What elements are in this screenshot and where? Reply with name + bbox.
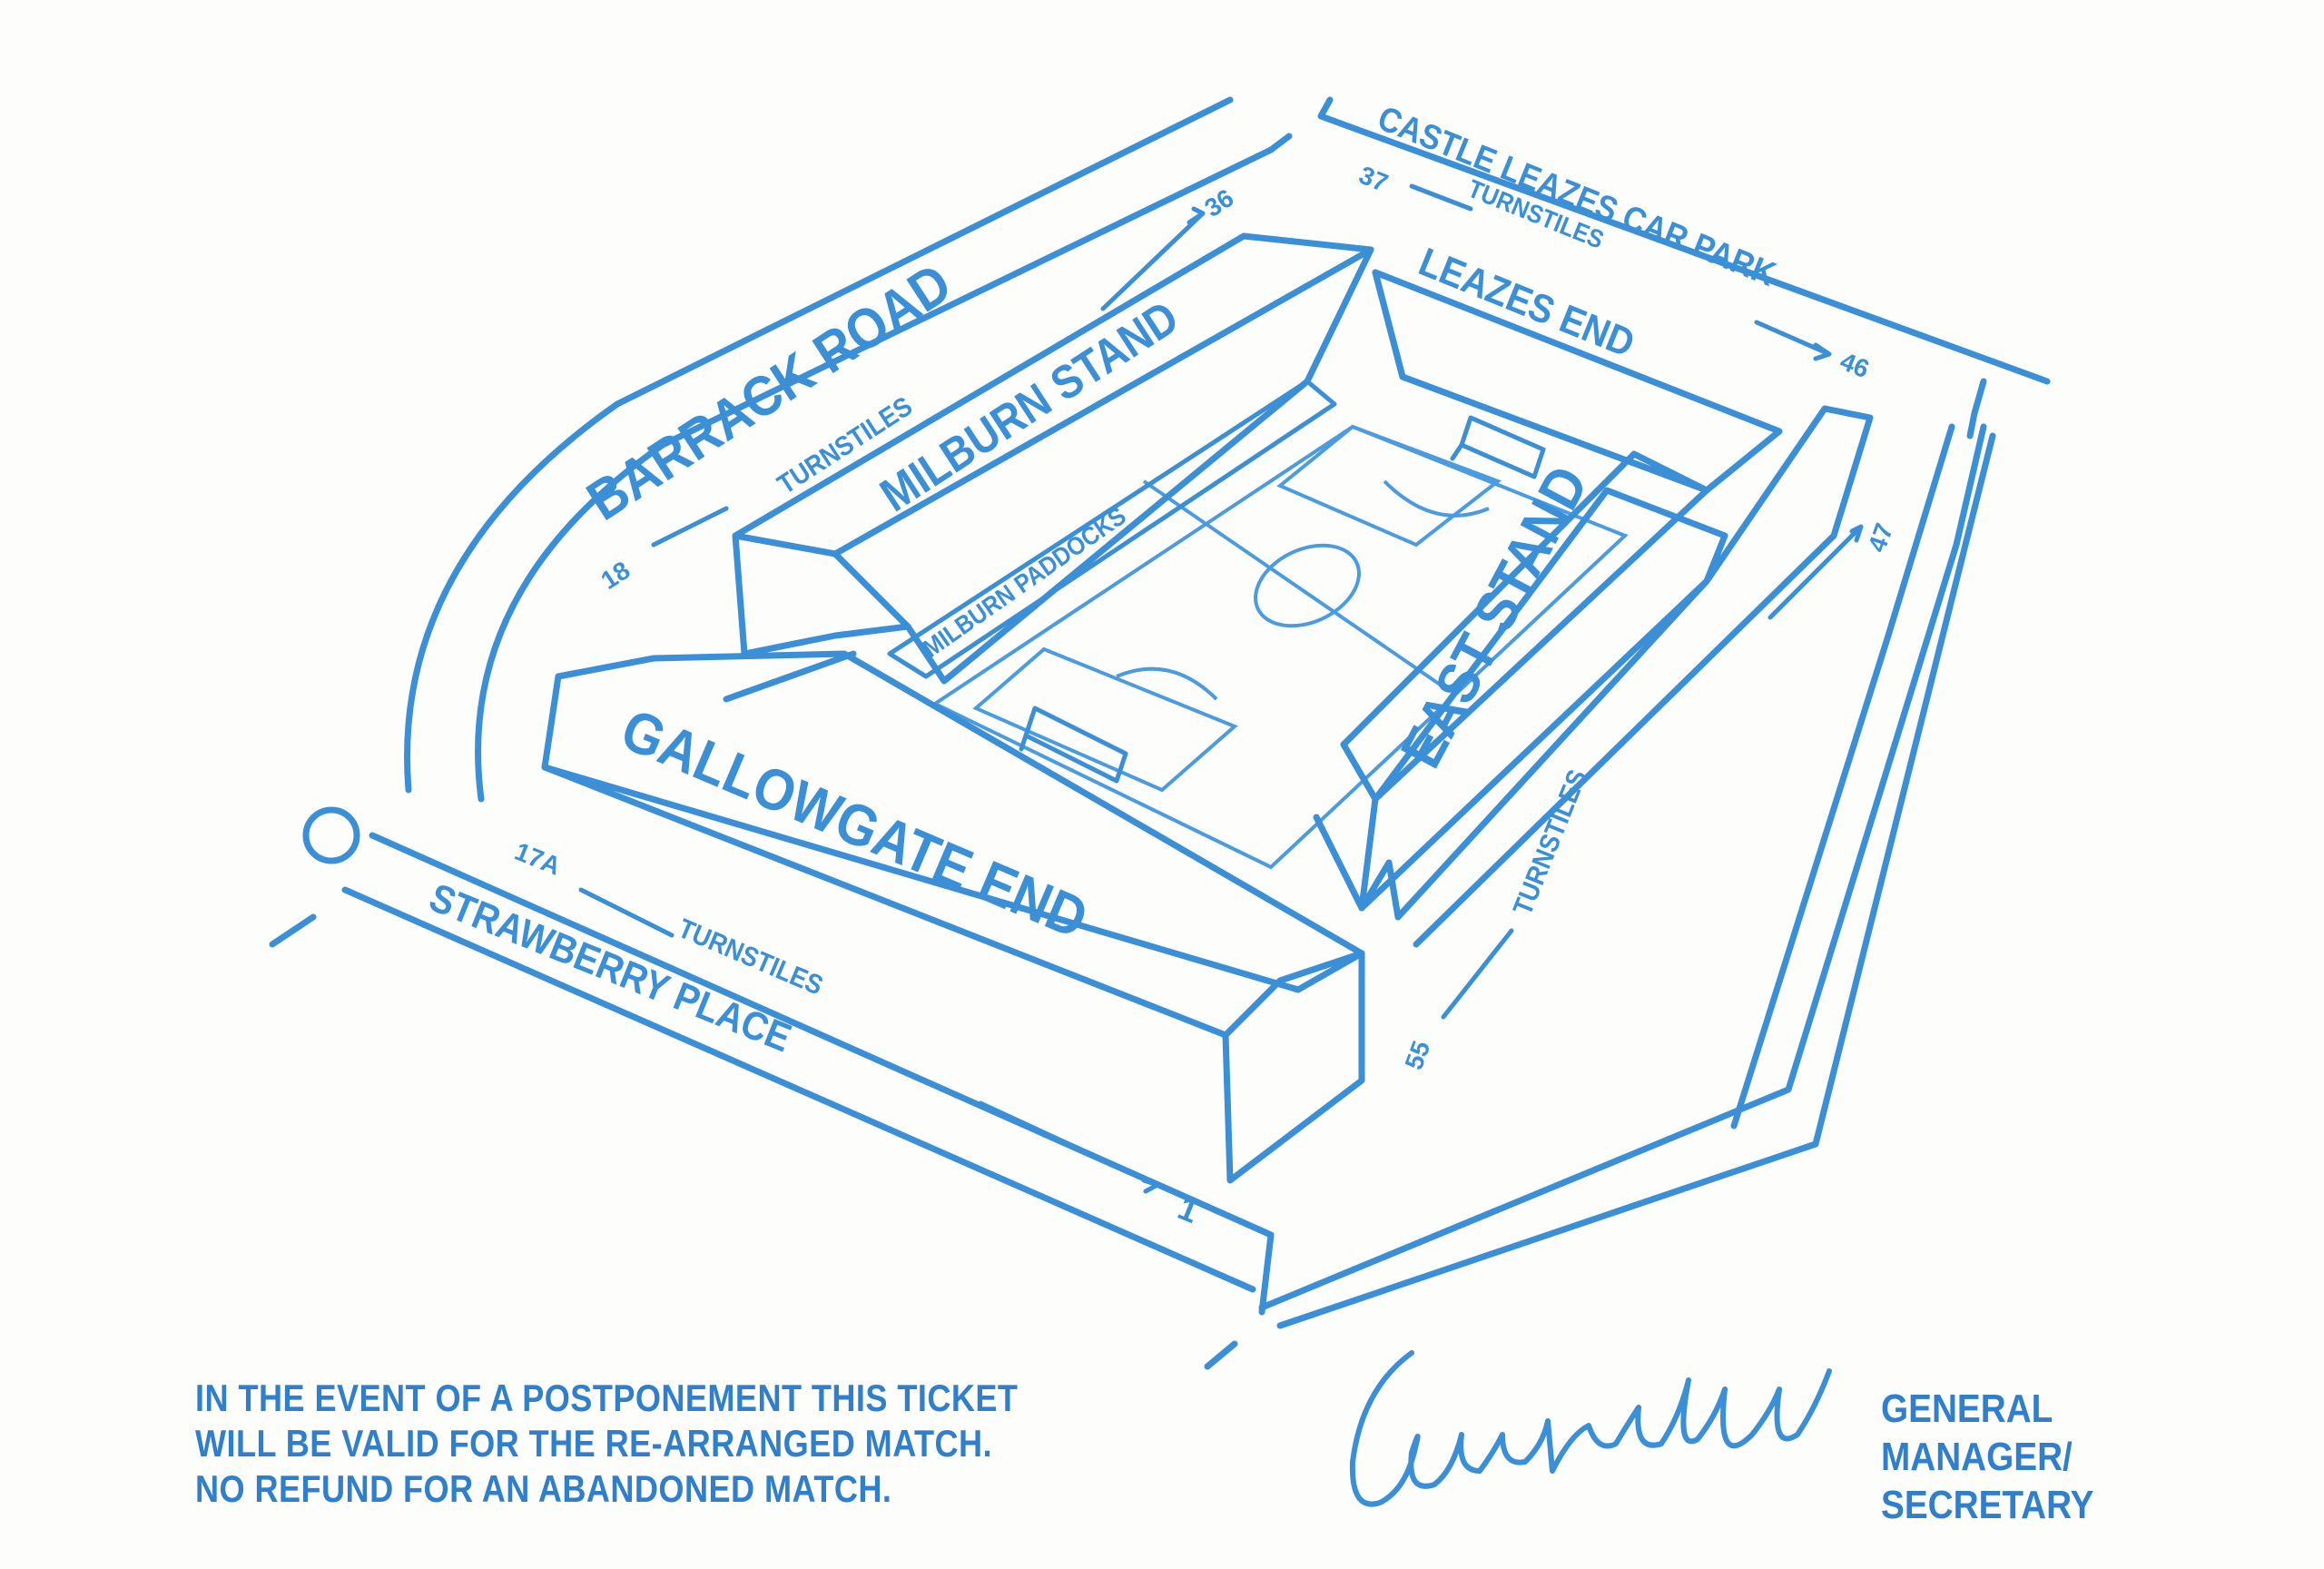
barrack-road-inner-line bbox=[475, 133, 1293, 803]
notice-line-3: NO REFUND FOR AN ABANDONED MATCH. bbox=[195, 1467, 892, 1510]
gallowgate-back-ridge bbox=[723, 650, 857, 703]
roundabout bbox=[302, 806, 360, 864]
gallowgate-end-stand bbox=[541, 650, 1365, 1184]
milburn-stand-edge bbox=[832, 550, 911, 630]
centre-circle bbox=[1254, 543, 1361, 628]
leazes-goal-post bbox=[1450, 442, 1464, 461]
leazes-goal bbox=[1459, 415, 1546, 479]
south-arrow-left bbox=[578, 887, 675, 938]
gallowgate-goal bbox=[1023, 706, 1128, 784]
milburn-paddocks bbox=[887, 379, 1337, 679]
east-stand bbox=[1313, 405, 1874, 948]
leazes-arrow-right bbox=[1754, 320, 1832, 361]
leazes-arrow-left bbox=[1409, 183, 1473, 212]
east-corner-line bbox=[1966, 378, 1987, 439]
east-road-outer-line bbox=[1730, 423, 1955, 1130]
signature bbox=[1349, 1350, 1832, 1507]
turnstile-36: 36 bbox=[1199, 183, 1238, 222]
leazes-end-front bbox=[1372, 269, 1710, 494]
north-arrow-right bbox=[1100, 206, 1206, 311]
title-line-3: SECRETARY bbox=[1881, 1483, 2094, 1527]
turnstile-17a: 17A bbox=[511, 837, 565, 881]
pitch-outline bbox=[931, 424, 1629, 870]
turnstile-55: 55 bbox=[1400, 1037, 1436, 1073]
leazes-penalty-arc bbox=[1383, 479, 1490, 518]
strawberry-place-inner-line bbox=[369, 832, 1275, 1316]
gallowgate-penalty-area bbox=[972, 646, 1238, 793]
milburn-paddocks-label: MILBURN PADDOCKS bbox=[918, 501, 1132, 663]
east-stand-front bbox=[1358, 405, 1874, 948]
leazes-penalty-area bbox=[1276, 424, 1502, 548]
castle-leazes-line bbox=[1317, 96, 2051, 385]
turnstile-46: 46 bbox=[1837, 347, 1874, 383]
south-arrow-right bbox=[978, 1100, 1160, 1194]
turnstile-arrows bbox=[578, 183, 1864, 1194]
north-arrow-left bbox=[651, 506, 729, 548]
title-line-1: GENERAL bbox=[1881, 1386, 2053, 1431]
title-line-2: MANAGER/ bbox=[1881, 1435, 2073, 1479]
east-stand-corner bbox=[1313, 814, 1365, 912]
east-stand-roof bbox=[1358, 487, 1728, 912]
signatory-title: GENERAL MANAGER/ SECRETARY bbox=[1881, 1385, 2094, 1529]
barrack-road-outer-line bbox=[404, 96, 1234, 794]
postponement-notice: IN THE EVENT OF A POSTPONEMENT THIS TICK… bbox=[195, 1376, 1069, 1512]
gallowgate-goal-post bbox=[1019, 733, 1029, 752]
east-arrow-bottom bbox=[1441, 928, 1514, 1020]
strawberry-place-outer-line bbox=[341, 886, 1256, 1293]
east-road-far-line bbox=[1276, 432, 1996, 1329]
corner-tick-bottom bbox=[1204, 1340, 1238, 1370]
pitch bbox=[931, 424, 1629, 870]
halfway-line bbox=[1142, 479, 1450, 692]
corner-tick bbox=[269, 913, 317, 948]
east-arrow-top bbox=[1768, 524, 1864, 620]
notice-line-1: IN THE EVENT OF A POSTPONEMENT THIS TICK… bbox=[195, 1377, 1019, 1419]
gallowgate-front bbox=[541, 764, 1365, 1039]
east-road-inner-line bbox=[1258, 423, 1987, 1311]
turnstile-47: 47 bbox=[1863, 519, 1899, 556]
turnstile-37: 37 bbox=[1355, 161, 1393, 197]
turnstile-18: 18 bbox=[596, 556, 635, 595]
gallowgate-penalty-arc bbox=[1116, 666, 1218, 701]
gallowgate-roof bbox=[541, 650, 1365, 993]
street-boundaries bbox=[269, 96, 2051, 1370]
goals bbox=[1019, 415, 1546, 784]
notice-line-2: WILL BE VALID FOR THE RE-ARRANGED MATCH. bbox=[195, 1422, 993, 1465]
gallowgate-base bbox=[1222, 950, 1365, 1184]
